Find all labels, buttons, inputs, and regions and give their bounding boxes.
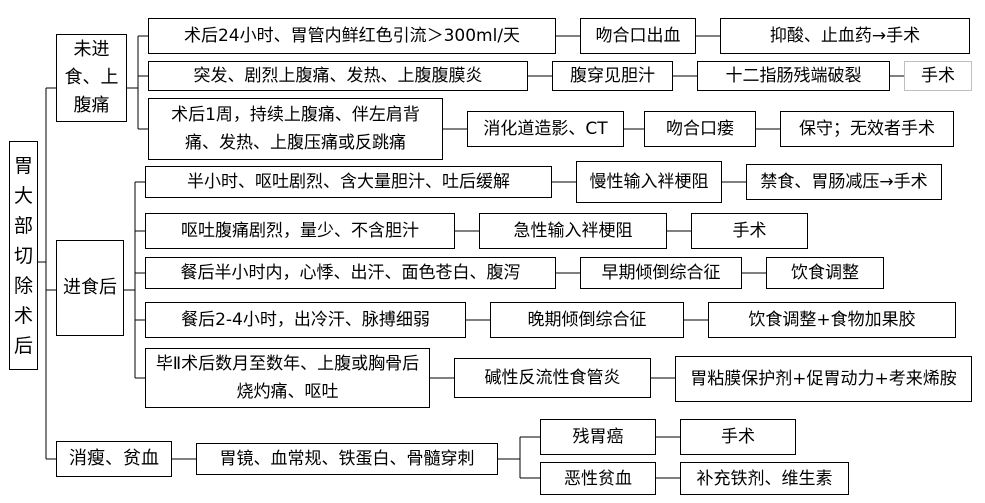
diagnosis-alkaline-reflux: 碱性反流性食管炎 [454,358,651,398]
diagnosis-chronic-afferent-loop: 慢性输入袢梗阻 [576,161,722,203]
treatment-anastomotic-leak: 保守；无效者手术 [780,111,954,147]
finding-anastomotic-leak: 吻合口瘘 [644,111,756,147]
diagnosis-early-dumping: 早期倾倒综合征 [580,257,742,289]
treatment-chronic-afferent-loop: 禁食、胃肠减压→手术 [746,164,942,200]
root-node: 胃大部切除术后 [9,141,38,370]
treatment-alkaline-reflux: 胃粘膜保护剂+促胃动力+考来烯胺 [675,356,972,402]
condition-anastomotic-leak: 术后1周，持续上腹痛、伴左肩背痛、发热、上腹压痛或反跳痛 [148,98,443,160]
diagnosis-late-dumping: 晚期倾倒综合征 [490,302,684,338]
group-label-no-food-pain: 未进食、上腹痛 [56,34,127,122]
treatment-anastomotic-bleeding: 抑酸、止血药→手术 [720,18,970,54]
exam-weight-loss-anemia: 胃镜、血常规、铁蛋白、骨髓穿刺 [196,443,498,475]
diagnosis-pernicious-anemia: 恶性贫血 [540,462,656,495]
diagnosis-remnant-gastric-cancer: 残胃癌 [540,419,656,455]
diagnosis-anastomotic-leak: 消化道造影、CT [467,111,624,147]
treatment-late-dumping: 饮食调整+食物加果胶 [708,302,956,338]
diagnosis-acute-afferent-loop: 急性输入袢梗阻 [479,213,667,249]
treatment-early-dumping: 饮食调整 [766,257,884,289]
condition-alkaline-reflux: 毕Ⅱ术后数月至数年、上腹或胸骨后烧灼痛、呕吐 [145,348,430,408]
treatment-acute-afferent-loop: 手术 [691,213,808,249]
treatment-remnant-gastric-cancer: 手术 [680,419,796,455]
condition-anastomotic-bleeding: 术后24小时、胃管内鲜红色引流＞300ml/天 [148,18,556,54]
treatment-duodenal-stump: 手术 [904,61,972,91]
group-label-weight-loss-anemia: 消瘦、贫血 [56,441,172,477]
diagnosis-duodenal-stump: 腹穿见胆汁 [552,61,673,91]
finding-duodenal-stump: 十二指肠残端破裂 [697,61,890,91]
condition-early-dumping: 餐后半小时内，心悸、出汗、面色苍白、腹泻 [145,257,556,289]
condition-acute-afferent-loop: 呕吐腹痛剧烈，量少、不含胆汁 [145,213,455,249]
diagnosis-anastomotic-bleeding: 吻合口出血 [580,18,696,54]
treatment-pernicious-anemia: 补充铁剂、维生素 [680,462,849,495]
group-label-after-eating: 进食后 [56,240,124,336]
condition-late-dumping: 餐后2-4小时，出冷汗、脉搏细弱 [145,302,466,338]
condition-chronic-afferent-loop: 半小时、呕吐剧烈、含大量胆汁、吐后缓解 [145,166,552,198]
condition-duodenal-stump: 突发、剧烈上腹痛、发热、上腹腹膜炎 [148,61,528,91]
